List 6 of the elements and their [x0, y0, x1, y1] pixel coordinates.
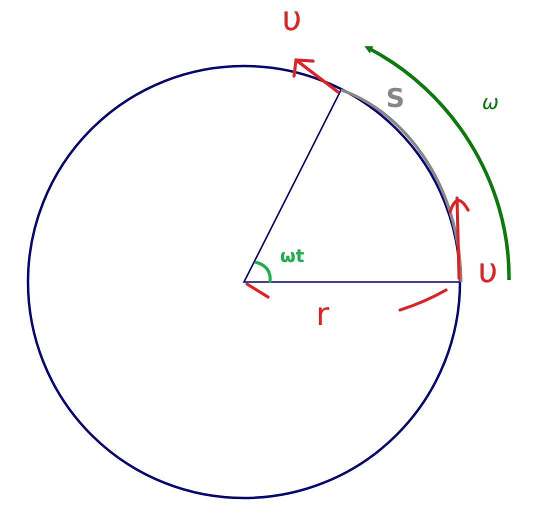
angle-label: ωt: [280, 248, 304, 266]
velocity-label: υ: [478, 254, 498, 288]
angular-velocity-label: ω: [482, 92, 499, 112]
radius-label: r: [316, 298, 330, 330]
arc-length-label: S: [386, 86, 405, 112]
velocity-label: υ: [282, 2, 302, 36]
